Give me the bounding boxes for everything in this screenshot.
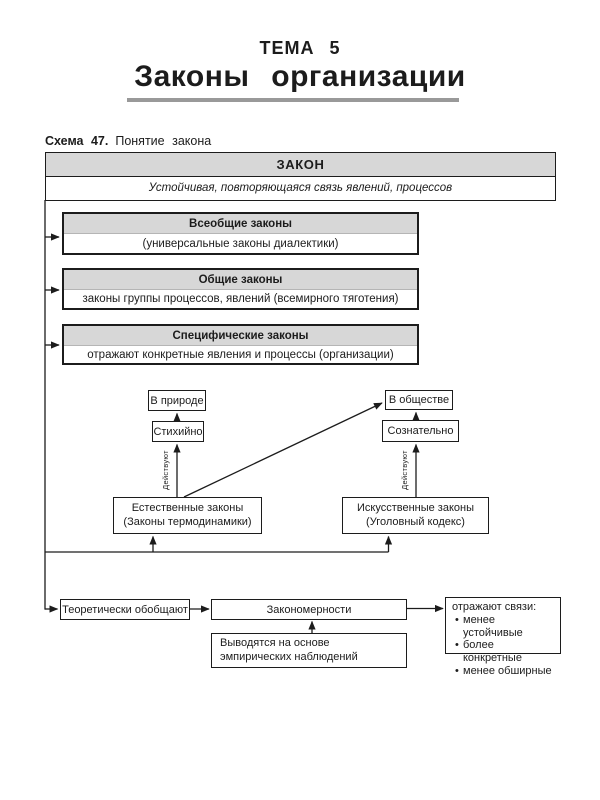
category-title: Специфические законы (64, 326, 417, 346)
category-title: Общие законы (64, 270, 417, 290)
category-desc: (универсальные законы диалектики) (142, 237, 339, 250)
natural-laws-title: Естественные законы (131, 502, 244, 514)
schema-caption: Схема 47. Понятие закона (45, 134, 211, 148)
spontaneous-box: Стихийно (152, 421, 204, 442)
reflect-title: отражают связи: (452, 601, 537, 613)
reflect-item: менее устойчивые (452, 614, 555, 640)
regularities-box: Закономерности (211, 599, 407, 620)
act-label-right: Действуют (400, 450, 409, 490)
reflect-links-box: отражают связи: менее устойчивые более к… (445, 597, 561, 678)
natural-laws-example: (Законы термодинамики) (123, 515, 252, 528)
category-general-laws: Общие законы законы группы процессов, яв… (62, 268, 419, 310)
category-specific-laws: Специфические законы отражают конкретные… (62, 324, 419, 365)
page-title: Законы организации (134, 60, 466, 93)
reflect-item: более конкретные (452, 639, 555, 665)
law-box: ЗАКОН Устойчивая, повторяющаяся связь яв… (45, 152, 556, 201)
law-definition: Устойчивая, повторяющаяся связь явлений,… (148, 182, 453, 194)
theme-label: ТЕМА 5 (259, 38, 341, 58)
generalize-box: Теоретически обобщают (60, 599, 190, 620)
title-underline (127, 98, 459, 102)
category-universal-laws: Всеобщие законы (универсальные законы ди… (62, 212, 419, 255)
in-nature-box: В природе (148, 390, 206, 411)
category-desc: отражают конкретные явления и процессы (… (87, 348, 394, 361)
artificial-laws-title: Искусственные законы (356, 502, 475, 514)
schema-title: Понятие закона (115, 134, 212, 148)
artificial-laws-box: Искусственные законы (Уголовный кодекс) (342, 497, 489, 534)
law-title: ЗАКОН (46, 153, 555, 177)
category-desc: законы группы процессов, явлений (всемир… (82, 293, 399, 305)
artificial-laws-example: (Уголовный кодекс) (366, 515, 465, 528)
conscious-box: Сознательно (382, 420, 459, 442)
category-title: Всеобщие законы (64, 214, 417, 234)
in-society-box: В обществе (385, 390, 453, 410)
derived-box: Выводятся на основе эмпирических наблюде… (211, 633, 407, 668)
act-label-left: Действуют (161, 450, 170, 490)
schema-number: Схема 47. (45, 134, 109, 148)
natural-laws-box: Естественные законы (Законы термодинамик… (113, 497, 262, 534)
reflect-item: менее обширные (452, 665, 555, 678)
